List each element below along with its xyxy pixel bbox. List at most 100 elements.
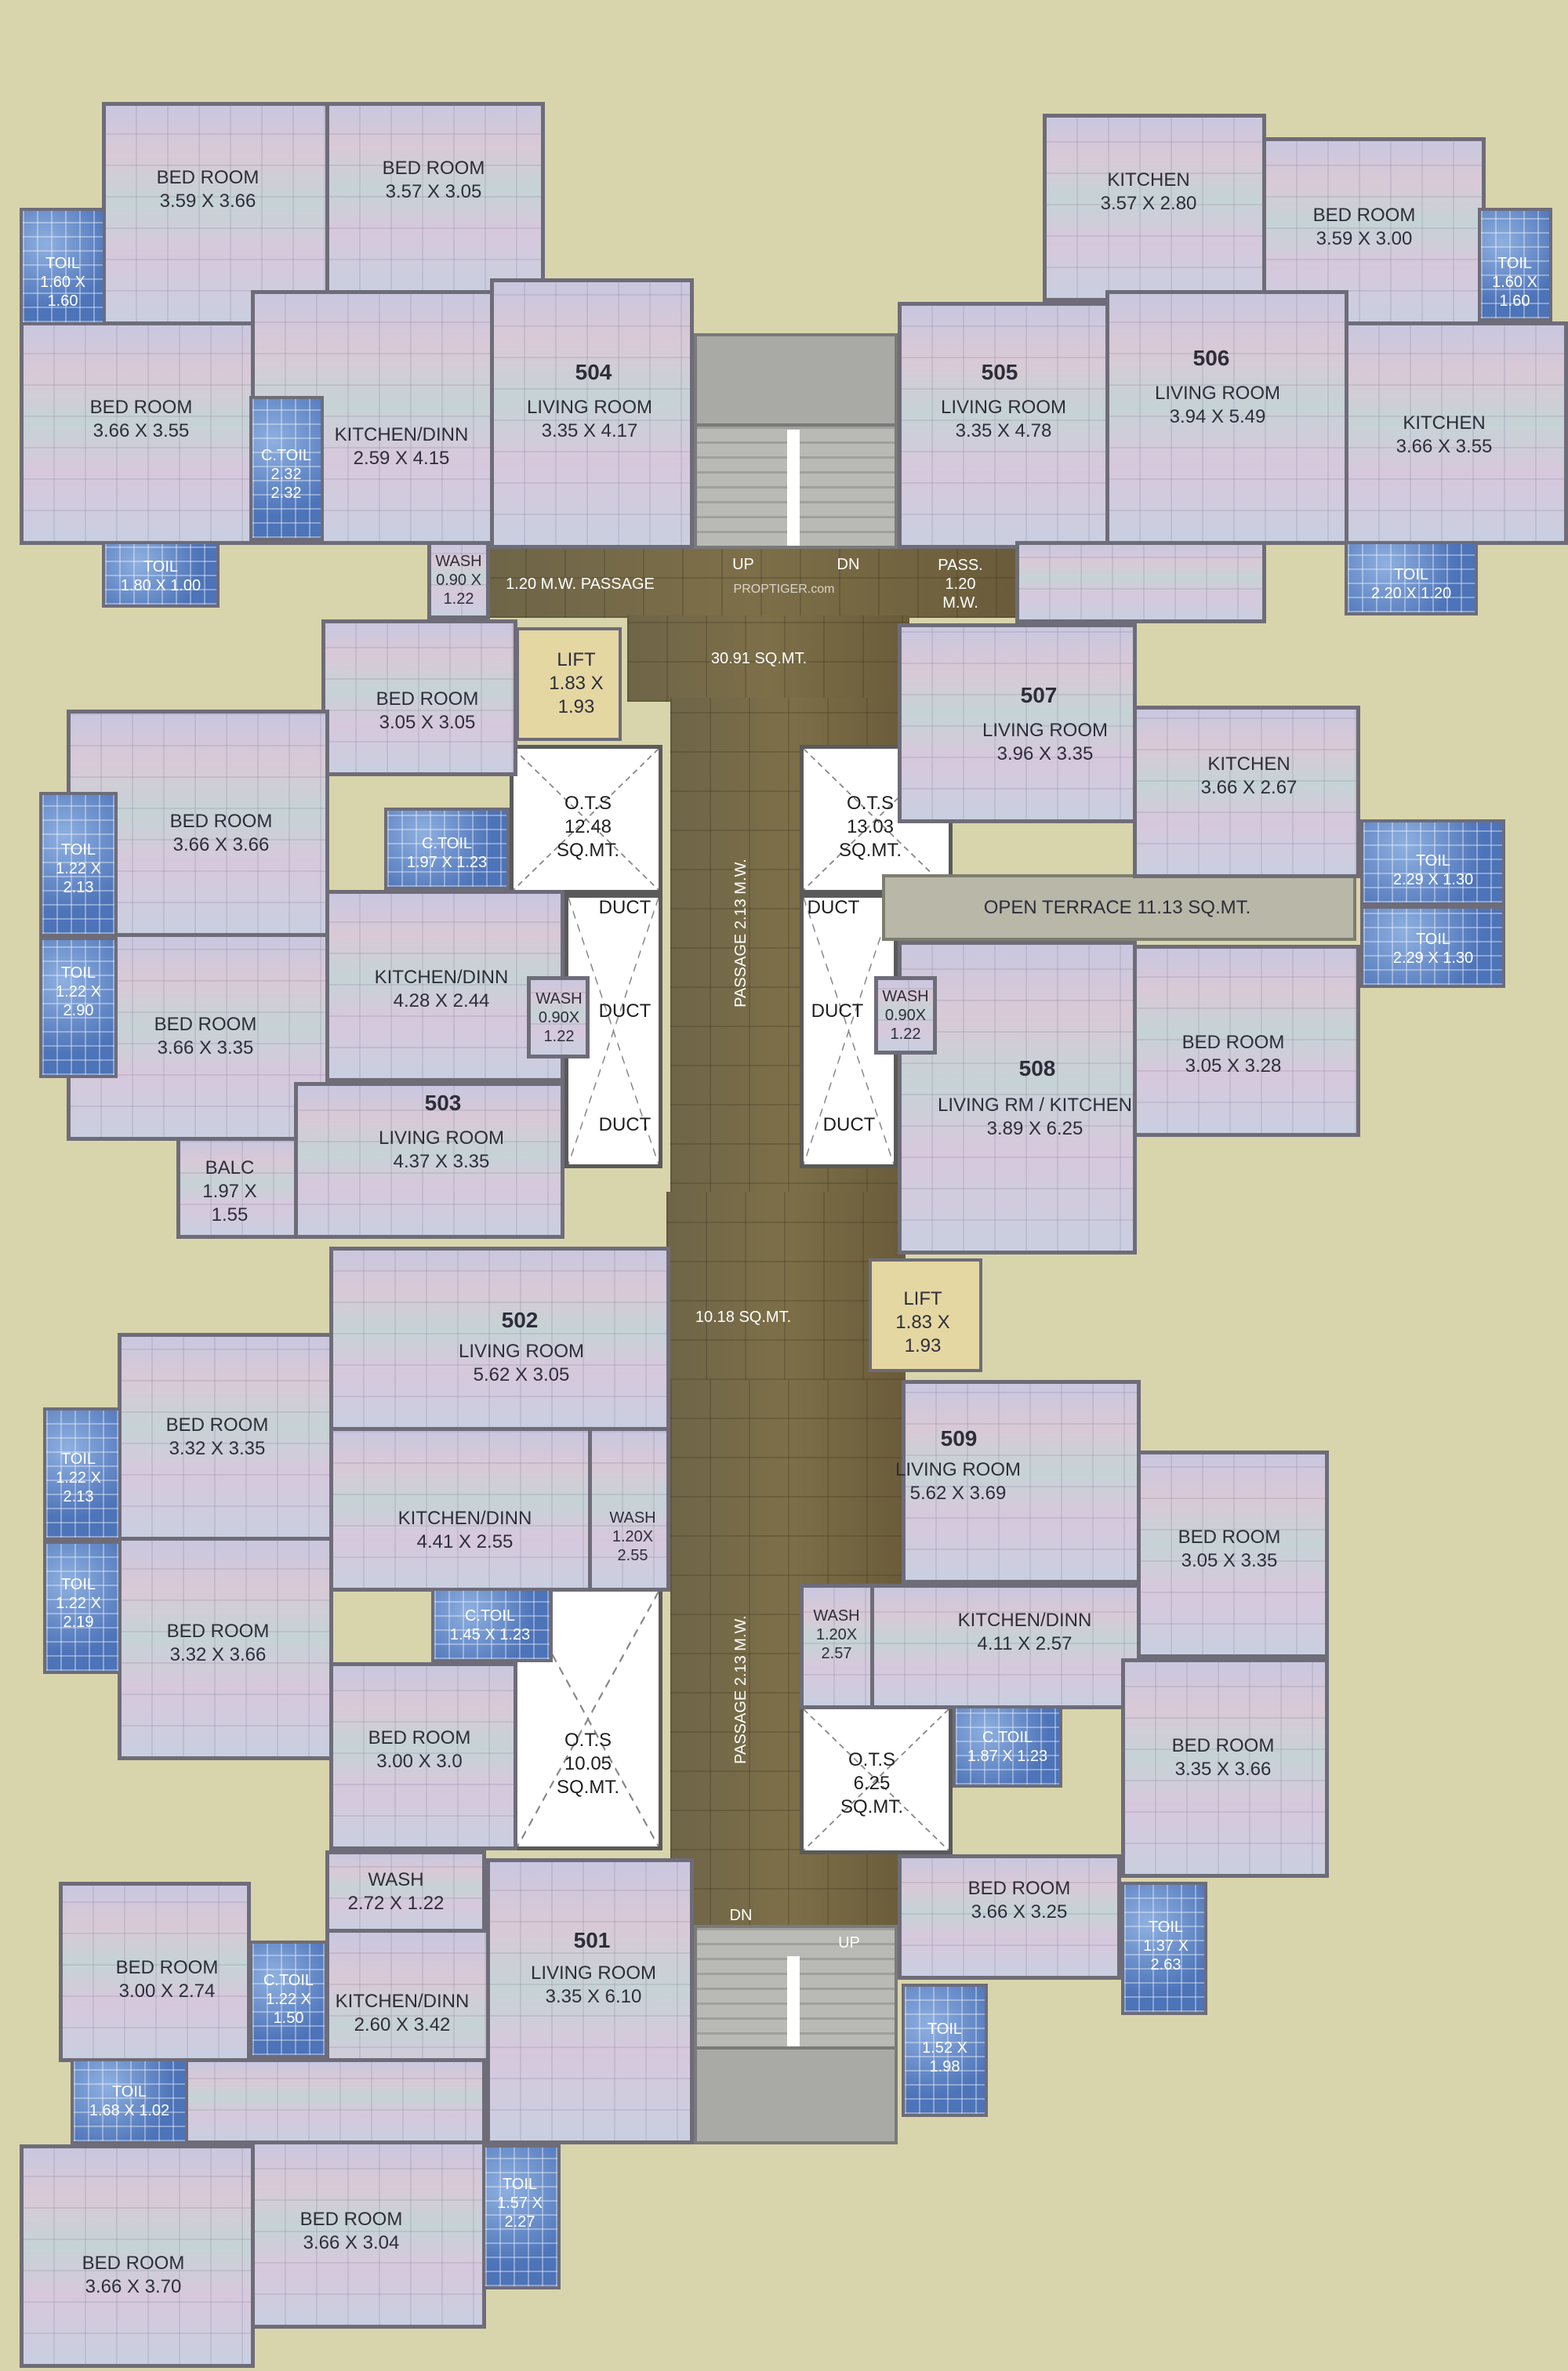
room-506-kitchen bbox=[1345, 321, 1568, 545]
room-502-bed3 bbox=[329, 1662, 517, 1850]
toilet-509-ctoil bbox=[953, 1705, 1062, 1788]
toilet-503-ctoil bbox=[384, 808, 510, 890]
unit-number-509: 509 bbox=[940, 1426, 978, 1451]
toilet-504-ctoil bbox=[249, 396, 324, 541]
room-503-wash bbox=[527, 976, 590, 1058]
label-dn-bottom: DN bbox=[729, 1907, 753, 1924]
room-502-living bbox=[329, 1247, 670, 1431]
label-duct-2a: DUCT bbox=[807, 897, 860, 918]
unit-number-501: 501 bbox=[573, 1928, 611, 1952]
label-passage-top: 1.20 M.W. PASSAGE bbox=[506, 576, 655, 593]
stair-landing-bottom bbox=[694, 2046, 898, 2144]
room-502-wash bbox=[588, 1427, 670, 1592]
room-502-bed2 bbox=[118, 1537, 333, 1760]
label-area-top: 30.91 SQ.MT. bbox=[710, 650, 808, 667]
room-508-wash bbox=[874, 976, 937, 1055]
toilet-501-1 bbox=[71, 2058, 188, 2144]
room-501-living bbox=[486, 1858, 694, 2144]
room-509-bed2 bbox=[1121, 1658, 1329, 1878]
room-504-living bbox=[490, 278, 694, 549]
room-508-bed bbox=[1133, 945, 1360, 1137]
passage-top-horizontal bbox=[486, 549, 1015, 618]
label-duct-1c: DUCT bbox=[598, 1114, 652, 1135]
room-509-bed3 bbox=[898, 1854, 1121, 1980]
toilet-501-2 bbox=[482, 2144, 561, 2289]
room-503-kitchen bbox=[325, 890, 564, 1082]
room-507-kitchen bbox=[1133, 706, 1360, 878]
unit-number-506: 506 bbox=[1192, 346, 1230, 370]
room-506-lower bbox=[1015, 541, 1266, 623]
toilet-503-1 bbox=[39, 792, 118, 937]
room-502-bed1 bbox=[118, 1333, 333, 1541]
ots-shaft-4 bbox=[800, 1705, 953, 1854]
label-duct-1a: DUCT bbox=[598, 897, 652, 918]
ots-shaft-1 bbox=[510, 745, 662, 894]
unit-number-504: 504 bbox=[575, 360, 612, 384]
toilet-502-ctoil bbox=[431, 1588, 553, 1662]
label-up-bottom: UP bbox=[838, 1934, 860, 1952]
room-506-living bbox=[1105, 290, 1348, 545]
toilet-503-2 bbox=[39, 937, 118, 1078]
unit-number-508: 508 bbox=[1018, 1056, 1056, 1080]
stair-landing-top bbox=[694, 333, 898, 427]
label-duct-2b: DUCT bbox=[811, 1000, 864, 1022]
stair-divider-top bbox=[787, 430, 800, 546]
unit-number-502: 502 bbox=[501, 1308, 539, 1332]
toilet-501-ctoil bbox=[249, 1941, 328, 2058]
room-501-bed3 bbox=[20, 2144, 255, 2368]
label-duct-2c: DUCT bbox=[822, 1114, 876, 1135]
room-509-bed1 bbox=[1137, 1451, 1329, 1658]
label-duct-1b: DUCT bbox=[598, 1000, 652, 1022]
lift-top bbox=[516, 627, 622, 741]
toilet-502-2 bbox=[43, 1541, 122, 1674]
room-505-kitchen bbox=[1043, 114, 1266, 302]
toilet-506-1 bbox=[1478, 208, 1552, 321]
lift-mid bbox=[869, 1258, 982, 1372]
watermark: PROPTIGER.com bbox=[733, 583, 835, 596]
passage-mid-wide bbox=[666, 1192, 902, 1380]
toilet-506-2 bbox=[1345, 541, 1478, 615]
label-up-top: UP bbox=[732, 556, 754, 573]
